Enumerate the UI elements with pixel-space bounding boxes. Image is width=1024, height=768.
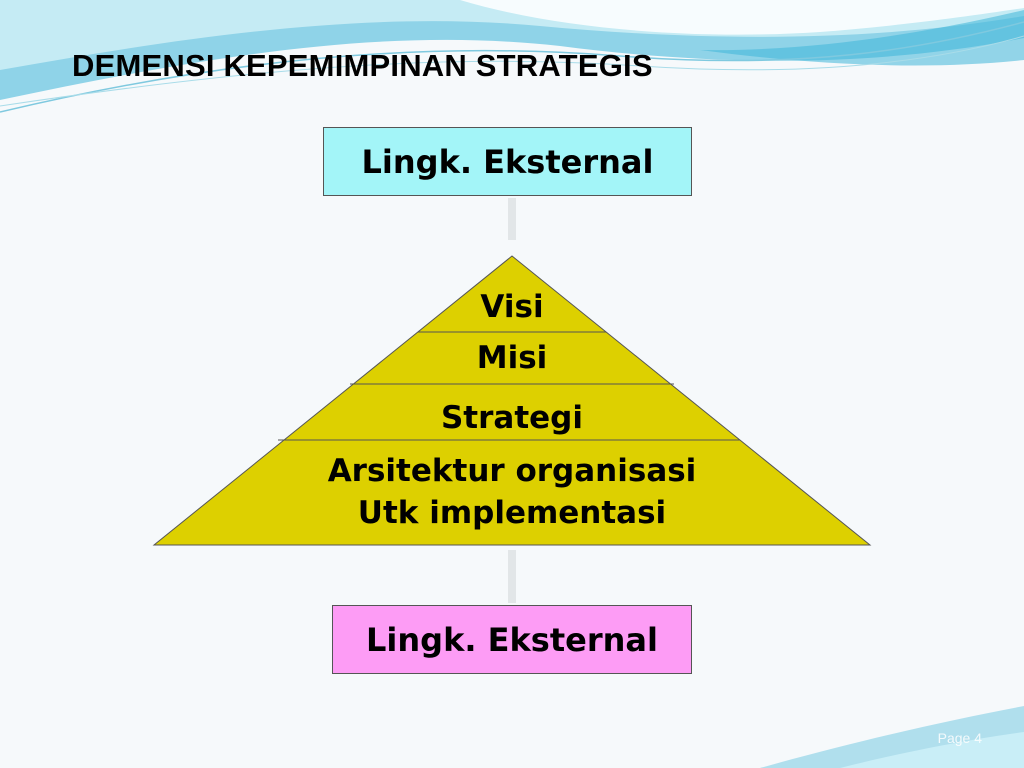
external-environment-bottom-box: Lingk. Eksternal — [332, 605, 692, 674]
right-wave — [700, 10, 1024, 66]
pyramid-level-strategi: Strategi — [440, 400, 583, 436]
pyramid-level-visi: Visi — [480, 289, 544, 325]
bottom-right-wave-light — [840, 732, 1024, 768]
slide-title: DEMENSI KEPEMIMPINAN STRATEGIS — [72, 48, 653, 83]
external-environment-bottom-label: Lingk. Eksternal — [366, 620, 658, 659]
pyramid-level-arsitektur-line2: Utk implementasi — [357, 495, 667, 531]
top-wave-highlight — [460, 0, 1024, 35]
pyramid-level-misi: Misi — [476, 340, 548, 376]
pyramid-level-arsitektur-line1: Arsitektur organisasi — [327, 453, 697, 489]
page-number: Page 4 — [937, 730, 982, 746]
external-environment-top-label: Lingk. Eksternal — [361, 142, 654, 181]
wave-line-2 — [0, 35, 1024, 107]
external-environment-top-box: Lingk. Eksternal — [323, 127, 692, 196]
wave-line-1 — [0, 21, 1024, 113]
pyramid-shape — [152, 255, 872, 546]
